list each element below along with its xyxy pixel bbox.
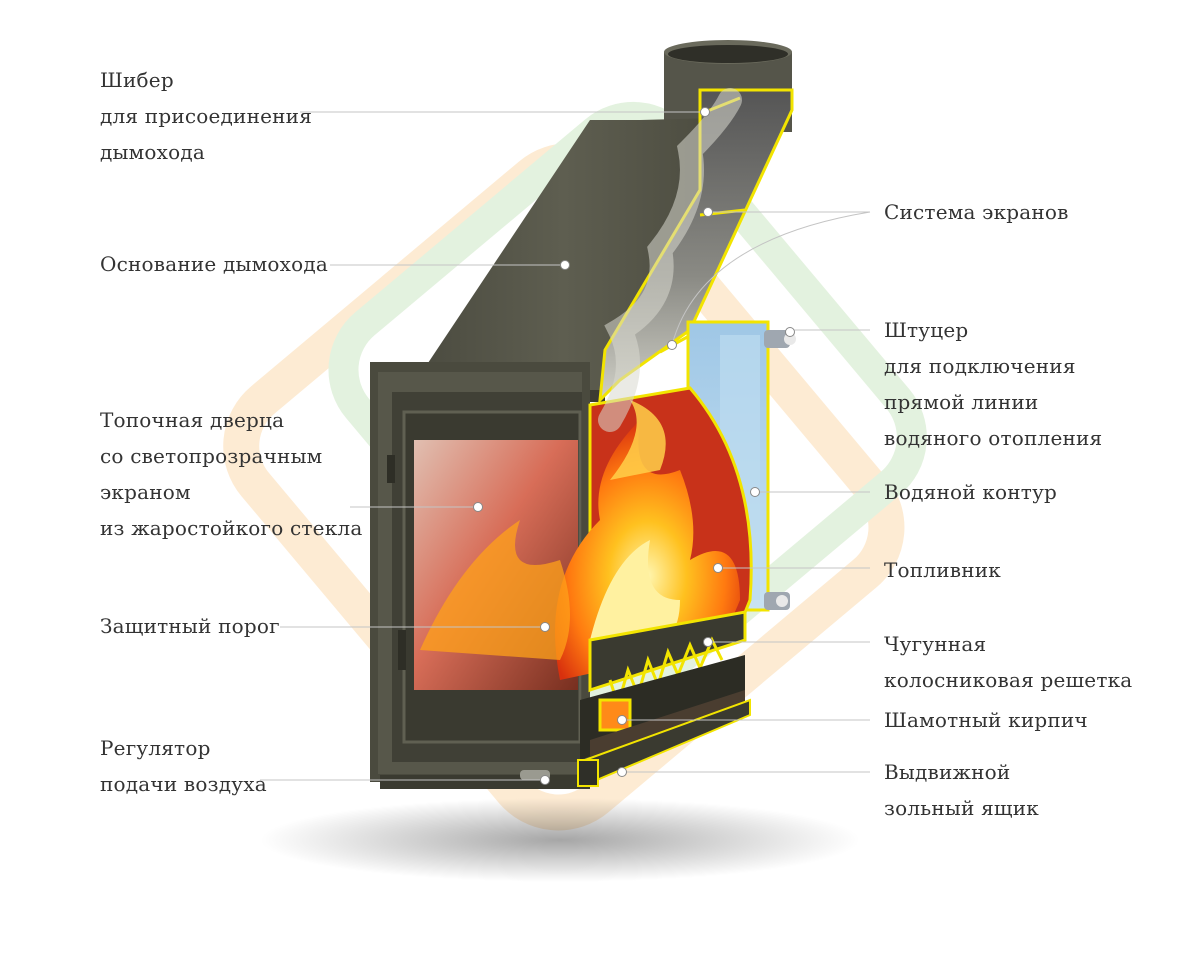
label-line: Выдвижной [884,760,1011,784]
label-line: Шамотный кирпич [884,708,1088,732]
label-line: Чугунная [884,632,987,656]
label-line: водяного отопления [884,426,1103,450]
floor-shadow [260,798,860,882]
label-air-regulator: Регулятор подачи воздуха [100,730,267,802]
flames [420,400,740,680]
label-line: экраном [100,480,191,504]
label-fitting: Штуцер для подключения прямой линии водя… [884,312,1102,456]
label-line: для присоединения [100,104,313,128]
label-line: для подключения [884,354,1076,378]
leader-lines [260,111,871,781]
label-line: Регулятор [100,736,211,760]
grate-bars [588,610,747,711]
label-line: из жаростойкого стекла [100,516,363,540]
label-line: Водяной контур [884,480,1058,504]
label-grate: Чугунная колосниковая решетка [884,626,1132,698]
label-line: со светопрозрачным [100,444,323,468]
label-firebox: Топливник [884,552,1001,588]
label-line: Основание дымохода [100,252,328,276]
callout-dots [473,107,795,785]
label-fireclay: Шамотный кирпич [884,702,1088,738]
label-line: Штуцер [884,318,969,342]
label-line: колосниковая решетка [884,668,1133,692]
label-ash-drawer: Выдвижной зольный ящик [884,754,1039,826]
water-fittings [764,330,796,610]
label-line: зольный ящик [884,796,1039,820]
label-chimney-base: Основание дымохода [100,246,328,282]
label-line: подачи воздуха [100,772,267,796]
label-line: дымохода [100,140,205,164]
label-shiber: Шибер для присоединения дымохода [100,62,312,170]
smoke [598,88,742,432]
label-line: Топливник [884,558,1001,582]
label-line: Топочная дверца [100,408,285,432]
label-line: Шибер [100,68,174,92]
label-threshold: Защитный порог [100,608,280,644]
ash-drawer-body [577,655,751,787]
label-screens: Система экранов [884,194,1069,230]
label-water-circuit: Водяной контур [884,474,1057,510]
label-door: Топочная дверца со светопрозрачным экран… [100,402,362,546]
label-line: прямой линии [884,390,1039,414]
label-line: Система экранов [884,200,1069,224]
label-line: Защитный порог [100,614,280,638]
